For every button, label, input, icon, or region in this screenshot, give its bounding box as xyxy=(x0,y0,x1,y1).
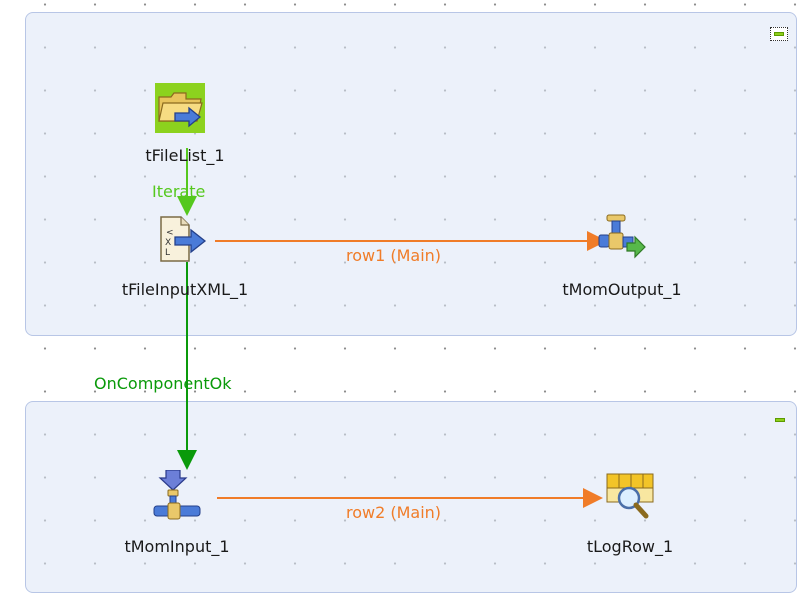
row2-link-label[interactable]: row2 (Main) xyxy=(346,503,442,522)
tmominput-component[interactable] xyxy=(152,469,202,520)
row1-link-label[interactable]: row1 (Main) xyxy=(346,246,442,265)
tfileinputxml-component[interactable]: < X L xyxy=(157,215,207,265)
folder-arrow-icon xyxy=(155,83,205,133)
tfileinputxml-label: tFileInputXML_1 xyxy=(121,280,249,299)
tmominput-label: tMomInput_1 xyxy=(124,537,230,556)
on-component-ok-link-label[interactable]: OnComponentOk xyxy=(94,374,232,393)
svg-text:<: < xyxy=(166,228,174,238)
pipe-in-icon xyxy=(153,469,201,520)
tmomoutput-component[interactable] xyxy=(597,213,647,263)
collapse-subjob-2-button[interactable] xyxy=(772,414,788,426)
tlogrow-component[interactable] xyxy=(605,470,655,520)
svg-text:X: X xyxy=(165,238,171,248)
magnifier-table-icon xyxy=(606,473,654,519)
tfilelist-label: tFileList_1 xyxy=(145,146,225,165)
xml-file-arrow-icon: < X L xyxy=(160,216,207,262)
tmomoutput-label: tMomOutput_1 xyxy=(562,280,682,299)
svg-text:L: L xyxy=(165,248,170,258)
subjob-2[interactable] xyxy=(25,401,797,593)
iterate-link-label[interactable]: Iterate xyxy=(152,182,206,201)
collapse-subjob-1-button[interactable] xyxy=(770,27,788,41)
tlogrow-label: tLogRow_1 xyxy=(586,537,674,556)
tfilelist-component[interactable] xyxy=(155,83,205,133)
pipe-out-icon xyxy=(598,214,646,259)
subjob-1[interactable] xyxy=(25,12,797,336)
